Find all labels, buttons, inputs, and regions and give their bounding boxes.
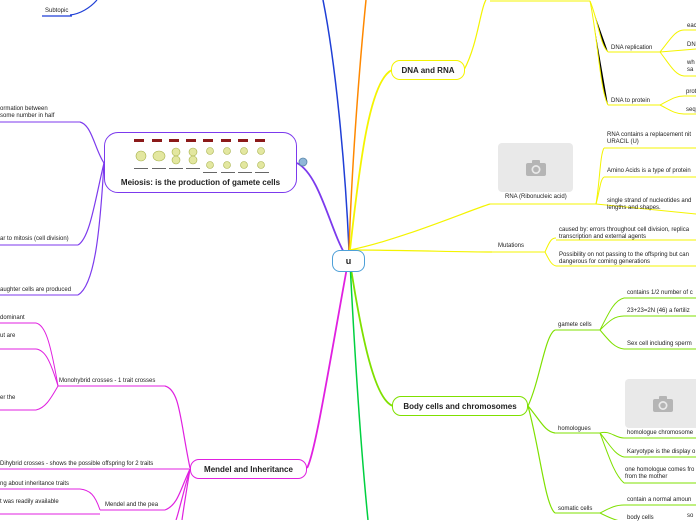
replication-item[interactable]: sa bbox=[687, 67, 694, 73]
protein-item[interactable]: seq bbox=[686, 107, 696, 113]
replication-item[interactable]: wh bbox=[687, 60, 695, 66]
rna-item[interactable]: RNA contains a replacement nit bbox=[607, 132, 692, 138]
gamete-item[interactable]: 23+23=2N (46) a fertiliz bbox=[627, 308, 690, 314]
rna-item[interactable]: lengths and shapes. bbox=[607, 205, 661, 211]
meiosis-stages-icon bbox=[134, 139, 269, 173]
homologues-label[interactable]: homologues bbox=[558, 426, 591, 432]
camera-icon bbox=[525, 159, 546, 176]
topic-meiosis[interactable]: Meiosis: is the production of gamete cel… bbox=[104, 132, 297, 193]
rna-image-placeholder bbox=[498, 143, 573, 192]
topic-dna-rna[interactable]: DNA and RNA bbox=[391, 60, 465, 80]
gamete-item[interactable]: contains 1/2 number of c bbox=[627, 290, 693, 296]
meiosis-item[interactable]: aughter cells are produced bbox=[0, 287, 72, 293]
monohybrid-label[interactable]: Monohybrid crosses - 1 trait crosses bbox=[59, 378, 156, 384]
monohybrid-item[interactable]: dominant bbox=[0, 315, 25, 321]
dihybrid-label[interactable]: Dihybrid crosses - shows the possible of… bbox=[0, 461, 154, 467]
somatic-item[interactable]: so bbox=[687, 513, 694, 519]
camera-icon bbox=[652, 395, 673, 412]
rna-label[interactable]: RNA (Ribonucleic acid) bbox=[505, 194, 567, 200]
meiosis-title: Meiosis: is the production of gamete cel… bbox=[120, 178, 281, 187]
homologue-item[interactable]: homologue chromosome bbox=[627, 430, 694, 436]
meiosis-item[interactable]: some number in half bbox=[0, 113, 55, 119]
mutation-item[interactable]: Possibility on not passing to the offspr… bbox=[559, 252, 689, 258]
homologue-item[interactable]: one homologue comes fro bbox=[625, 467, 695, 473]
subtopic-label[interactable]: Subtopic bbox=[45, 8, 69, 14]
pea-item[interactable]: ng about inheritance traits bbox=[0, 481, 70, 487]
mutations-label[interactable]: Mutations bbox=[498, 243, 525, 249]
replication-item[interactable]: DN bbox=[687, 42, 696, 48]
mendel-pea-label[interactable]: Mendel and the pea bbox=[105, 502, 159, 508]
rna-item[interactable]: Amino Acids is a type of protein bbox=[607, 168, 691, 174]
monohybrid-item[interactable]: er the bbox=[0, 395, 16, 401]
dna-to-protein-label[interactable]: DNA to protein bbox=[611, 98, 651, 104]
pea-item[interactable]: t was readily available bbox=[0, 499, 59, 505]
protein-item[interactable]: prot bbox=[686, 89, 696, 95]
gamete-item[interactable]: Sex cell including sperm bbox=[627, 341, 692, 347]
mutation-item[interactable]: dangerous for coming generations bbox=[559, 259, 651, 265]
monohybrid-item[interactable]: ut are bbox=[0, 333, 16, 339]
topic-mendel[interactable]: Mendel and Inheritance bbox=[190, 459, 307, 479]
dna-replication-label[interactable]: DNA replication bbox=[611, 45, 653, 51]
replication-item[interactable]: eac bbox=[687, 23, 696, 29]
mutation-item[interactable]: transcription and external agents bbox=[559, 234, 647, 240]
topic-body-cells[interactable]: Body cells and chromosomes bbox=[392, 396, 528, 416]
meiosis-item[interactable]: ormation between bbox=[0, 106, 48, 112]
homologue-image-placeholder bbox=[625, 379, 696, 428]
homologue-item[interactable]: from the mother bbox=[625, 474, 668, 480]
homologue-item[interactable]: Karyotype is the display o bbox=[627, 449, 696, 455]
meiosis-item[interactable]: ar to mitosis (cell division) bbox=[0, 236, 69, 242]
rna-item[interactable]: URACIL (U) bbox=[607, 139, 639, 145]
central-topic[interactable]: u bbox=[332, 250, 365, 272]
somatic-item[interactable]: contain a normal amoun bbox=[627, 497, 692, 503]
rna-item[interactable]: single strand of nucleotides and bbox=[607, 198, 692, 204]
somatic-item[interactable]: body cells bbox=[627, 515, 654, 521]
mutation-item[interactable]: caused by: errors throughout cell divisi… bbox=[559, 227, 690, 233]
gamete-cells-label[interactable]: gamete cells bbox=[558, 322, 592, 328]
somatic-cells-label[interactable]: somatic cells bbox=[558, 506, 593, 512]
